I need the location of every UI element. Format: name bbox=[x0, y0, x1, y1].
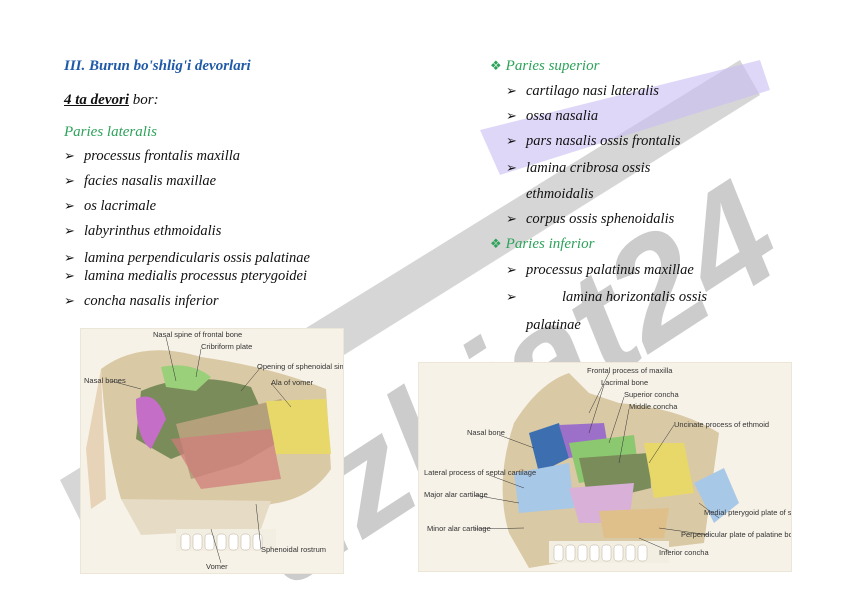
figure-label: Cribriform plate bbox=[201, 342, 252, 351]
list-item: ➢cartilago nasi lateralis bbox=[506, 83, 659, 99]
lateral-wall-figure: Frontal process of maxilla Lacrimal bone… bbox=[418, 362, 837, 572]
section-heading: III. Burun bo'shlig'i devorlari bbox=[64, 58, 251, 74]
nasal-septum-figure: Nasal spine of frontal bone Cribriform p… bbox=[80, 328, 352, 574]
figure-label: Opening of sphenoidal sinus bbox=[257, 362, 343, 371]
arrowhead-bullet-icon: ➢ bbox=[506, 108, 517, 123]
arrowhead-bullet-icon: ➢ bbox=[64, 293, 75, 308]
figure-label: Middle concha bbox=[629, 402, 678, 411]
figure-label: Uncinate process of ethmoid bbox=[674, 420, 769, 429]
figure-label: Minor alar cartilage bbox=[427, 524, 491, 533]
paries-inferior-title: ❖Paries inferior bbox=[490, 236, 595, 252]
list-item: ➢lamina cribrosa ossis bbox=[506, 160, 651, 176]
figure-label: Perpendicular plate of palatine bone bbox=[681, 530, 791, 539]
figure-label: Lateral process of septal cartilage bbox=[424, 468, 536, 477]
lateral-wall-illustration: Frontal process of maxilla Lacrimal bone… bbox=[424, 366, 837, 568]
arrowhead-bullet-icon: ➢ bbox=[506, 211, 517, 226]
arrowhead-bullet-icon: ➢ bbox=[506, 133, 517, 148]
arrowhead-bullet-icon: ➢ bbox=[506, 289, 517, 304]
diamond-cluster-icon: ❖ bbox=[490, 58, 502, 73]
paries-lateralis-title: Paries lateralis bbox=[64, 124, 157, 140]
figure-label: Nasal spine of frontal bone bbox=[153, 330, 242, 339]
figure-label: Major alar cartilage bbox=[424, 490, 488, 499]
figure-label: Frontal process of maxilla bbox=[587, 366, 673, 375]
arrowhead-bullet-icon: ➢ bbox=[506, 160, 517, 175]
figure-label: Nasal bones bbox=[84, 376, 126, 385]
figure-label: Vomer bbox=[206, 562, 228, 571]
figure-label: Nasal bone bbox=[467, 428, 505, 437]
list-item: ➢pars nasalis ossis frontalis bbox=[506, 133, 681, 149]
figure-label: Superior concha bbox=[624, 390, 679, 399]
arrowhead-bullet-icon: ➢ bbox=[64, 223, 75, 238]
list-item: ➢ossa nasalia bbox=[506, 108, 599, 124]
list-item: ➢lamina perpendicularis ossis palatinae bbox=[64, 250, 310, 266]
list-item: ➢facies nasalis maxillae bbox=[64, 173, 217, 189]
arrowhead-bullet-icon: ➢ bbox=[64, 173, 75, 188]
arrowhead-bullet-icon: ➢ bbox=[64, 198, 75, 213]
list-item: ➢os lacrimale bbox=[64, 198, 157, 214]
list-item-continuation: ethmoidalis bbox=[526, 186, 594, 202]
arrowhead-bullet-icon: ➢ bbox=[64, 268, 75, 283]
list-item: ➢processus frontalis maxilla bbox=[64, 148, 241, 164]
list-item-continuation: palatinae bbox=[526, 317, 581, 333]
list-item: ➢lamina medialis processus pterygoidei bbox=[64, 268, 307, 284]
figure-label: Inferior concha bbox=[659, 548, 709, 557]
subheading: 4 ta devori bor: bbox=[64, 92, 159, 108]
nasal-septum-illustration: Nasal spine of frontal bone Cribriform p… bbox=[84, 330, 352, 571]
figure-label: Sphenoidal rostrum bbox=[261, 545, 326, 554]
list-item: ➢corpus ossis sphenoidalis bbox=[506, 211, 675, 227]
figure-label: Ala of vomer bbox=[271, 378, 314, 387]
list-item: ➢lamina horizontalis ossis bbox=[506, 289, 708, 305]
arrowhead-bullet-icon: ➢ bbox=[506, 83, 517, 98]
arrowhead-bullet-icon: ➢ bbox=[64, 148, 75, 163]
diamond-cluster-icon: ❖ bbox=[490, 236, 502, 251]
list-item: ➢processus palatinus maxillae bbox=[506, 262, 694, 278]
list-item: ➢concha nasalis inferior bbox=[64, 293, 219, 309]
arrowhead-bullet-icon: ➢ bbox=[64, 250, 75, 265]
figure-label: Medial pterygoid plate of sphenoid bone bbox=[704, 508, 791, 517]
paries-superior-title: ❖Paries superior bbox=[490, 58, 600, 74]
list-item: ➢labyrinthus ethmoidalis bbox=[64, 223, 222, 239]
arrowhead-bullet-icon: ➢ bbox=[506, 262, 517, 277]
figure-label: Lacrimal bone bbox=[601, 378, 648, 387]
